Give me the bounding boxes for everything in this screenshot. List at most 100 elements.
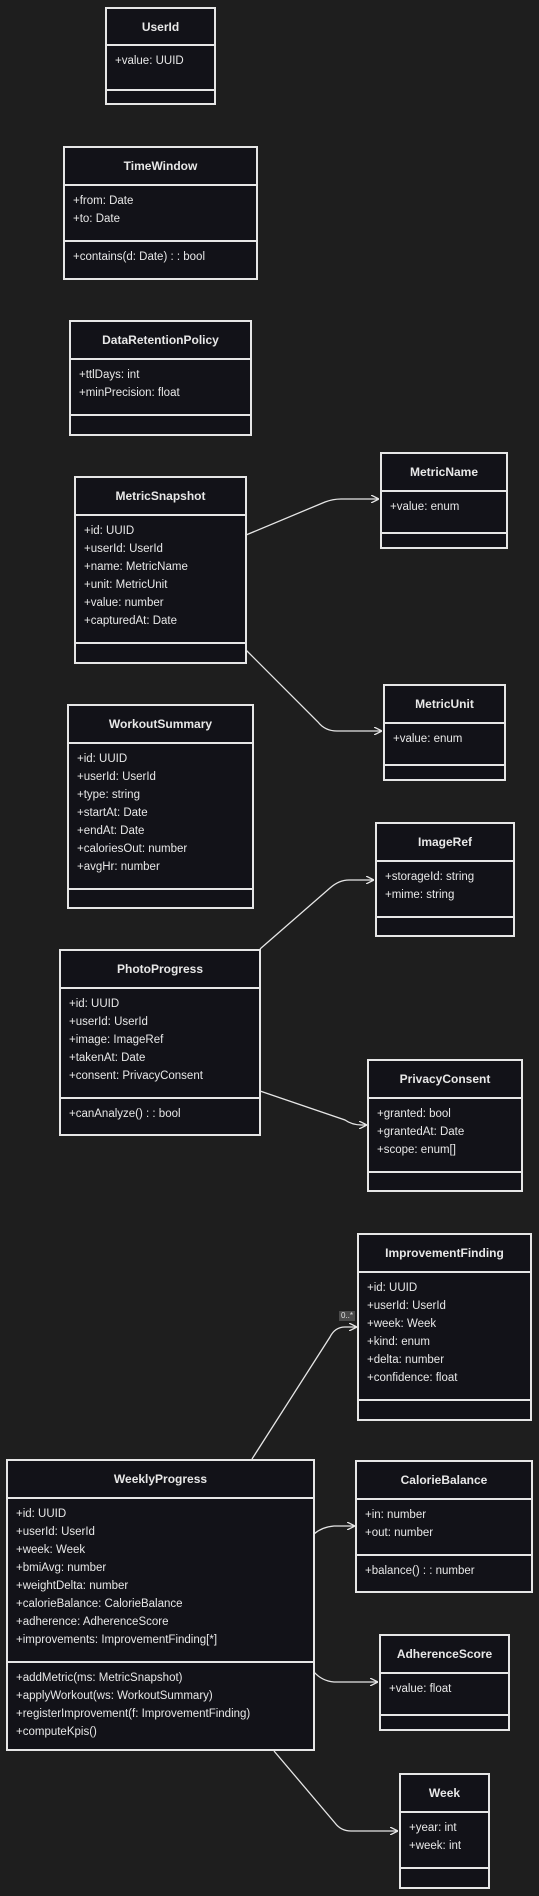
edge-weeklyprogress-adherencescore [313,1671,377,1682]
attributes-section: +value: enum [382,492,506,534]
operations-section: +canAnalyze() : : bool [61,1099,259,1134]
attribute: +year: int [409,1822,457,1834]
attribute: +unit: MetricUnit [84,579,168,591]
attributes-section: +id: UUID +userId: UserId +week: Week +b… [8,1499,313,1663]
edge-photoprogress-imageref [259,880,373,950]
class-userid[interactable]: UserId +value: UUID [105,7,216,105]
attribute: +mime: string [385,889,455,901]
attribute: +minPrecision: float [79,387,180,399]
attribute: +week: int [409,1840,462,1852]
attribute: +takenAt: Date [69,1052,146,1064]
attributes-section: +storageId: string +mime: string [377,862,513,918]
operations-section [71,416,250,434]
attribute: +avgHr: number [77,861,160,873]
attribute: +userId: UserId [367,1300,446,1312]
attribute: +capturedAt: Date [84,615,178,627]
operation: +computeKpis() [16,1726,97,1738]
edge-weeklyprogress-caloriebalance [313,1526,354,1535]
attribute: +value: enum [390,501,460,513]
class-name: WorkoutSummary [69,706,252,744]
attribute: +userId: UserId [16,1526,95,1538]
operations-section: +contains(d: Date) : : bool [65,242,256,278]
attributes-section: +id: UUID +userId: UserId +week: Week +k… [359,1273,530,1401]
edge-metricsnapshot-metricname [245,499,378,536]
attribute: +image: ImageRef [69,1034,164,1046]
attribute: +adherence: AdherenceScore [16,1616,169,1628]
class-dataretentionpolicy[interactable]: DataRetentionPolicy +ttlDays: int +minPr… [69,320,252,436]
class-caloriebalance[interactable]: CalorieBalance +in: number +out: number … [355,1460,533,1593]
class-name: MetricSnapshot [76,478,245,516]
attribute: +in: number [365,1509,427,1521]
attribute: +value: number [84,597,164,609]
operations-section [382,534,506,547]
attribute: +caloriesOut: number [77,843,188,855]
operations-section [76,644,245,662]
multiplicity-label: 0..* [339,1311,356,1321]
operations-section: +balance() : : number [357,1556,531,1591]
attribute: +ttlDays: int [79,369,140,381]
attributes-section: +value: float [381,1674,508,1716]
operations-section [377,918,513,935]
attribute: +bmiAvg: number [16,1562,107,1574]
attributes-section: +year: int +week: int [401,1813,488,1869]
class-privacyconsent[interactable]: PrivacyConsent +granted: bool +grantedAt… [367,1059,523,1192]
class-name: MetricName [382,454,506,492]
class-adherencescore[interactable]: AdherenceScore +value: float [379,1634,510,1731]
class-name: DataRetentionPolicy [71,322,250,360]
attribute: +userId: UserId [69,1016,148,1028]
class-timewindow[interactable]: TimeWindow +from: Date +to: Date +contai… [63,146,258,280]
attribute: +granted: bool [377,1108,451,1120]
operations-section [369,1173,521,1190]
class-metricname[interactable]: MetricName +value: enum [380,452,508,549]
operations-section: +addMetric(ms: MetricSnapshot) +applyWor… [8,1663,313,1749]
class-name: Week [401,1775,488,1813]
class-imageref[interactable]: ImageRef +storageId: string +mime: strin… [375,822,515,937]
attribute: +endAt: Date [77,825,145,837]
attribute: +consent: PrivacyConsent [69,1070,203,1082]
class-weeklyprogress[interactable]: WeeklyProgress +id: UUID +userId: UserId… [6,1459,315,1751]
class-name: AdherenceScore [381,1636,508,1674]
operations-section [401,1869,488,1887]
attribute: +out: number [365,1527,434,1539]
attribute: +id: UUID [77,753,128,765]
attribute: +improvements: ImprovementFinding[*] [16,1634,218,1646]
class-metricsnapshot[interactable]: MetricSnapshot +id: UUID +userId: UserId… [74,476,247,664]
class-name: ImageRef [377,824,513,862]
attribute: +confidence: float [367,1372,458,1384]
attribute: +kind: enum [367,1336,430,1348]
operations-section [69,890,252,907]
class-week[interactable]: Week +year: int +week: int [399,1773,490,1889]
attribute: +calorieBalance: CalorieBalance [16,1598,183,1610]
attribute: +storageId: string [385,871,475,883]
attributes-section: +value: enum [385,724,504,766]
attributes-section: +from: Date +to: Date [65,186,256,242]
attribute: +delta: number [367,1354,445,1366]
attribute: +to: Date [73,213,120,225]
attributes-section: +in: number +out: number [357,1500,531,1556]
class-workoutsummary[interactable]: WorkoutSummary +id: UUID +userId: UserId… [67,704,254,909]
class-metricunit[interactable]: MetricUnit +value: enum [383,684,506,781]
class-name: PrivacyConsent [369,1061,521,1099]
operations-section [385,766,504,779]
operations-section [359,1401,530,1419]
operation: +applyWorkout(ws: WorkoutSummary) [16,1690,213,1702]
operation: +addMetric(ms: MetricSnapshot) [16,1672,183,1684]
attribute: +type: string [77,789,140,801]
attribute: +grantedAt: Date [377,1126,465,1138]
edge-photoprogress-privacyconsent [259,1090,366,1125]
operation: +registerImprovement(f: ImprovementFindi… [16,1708,251,1720]
class-name: TimeWindow [65,148,256,186]
edge-weeklyprogress-week [273,1750,397,1831]
class-improvementfinding[interactable]: ImprovementFinding +id: UUID +userId: Us… [357,1233,532,1421]
attribute: +value: UUID [115,55,184,68]
attributes-section: +value: UUID [107,46,214,91]
attribute: +id: UUID [16,1508,67,1520]
attribute: +id: UUID [367,1282,418,1294]
attribute: +startAt: Date [77,807,148,819]
attributes-section: +id: UUID +userId: UserId +image: ImageR… [61,989,259,1099]
class-photoprogress[interactable]: PhotoProgress +id: UUID +userId: UserId … [59,949,261,1136]
attribute: +name: MetricName [84,561,188,573]
class-name: MetricUnit [385,686,504,724]
attribute: +userId: UserId [77,771,156,783]
attribute: +id: UUID [69,998,120,1010]
